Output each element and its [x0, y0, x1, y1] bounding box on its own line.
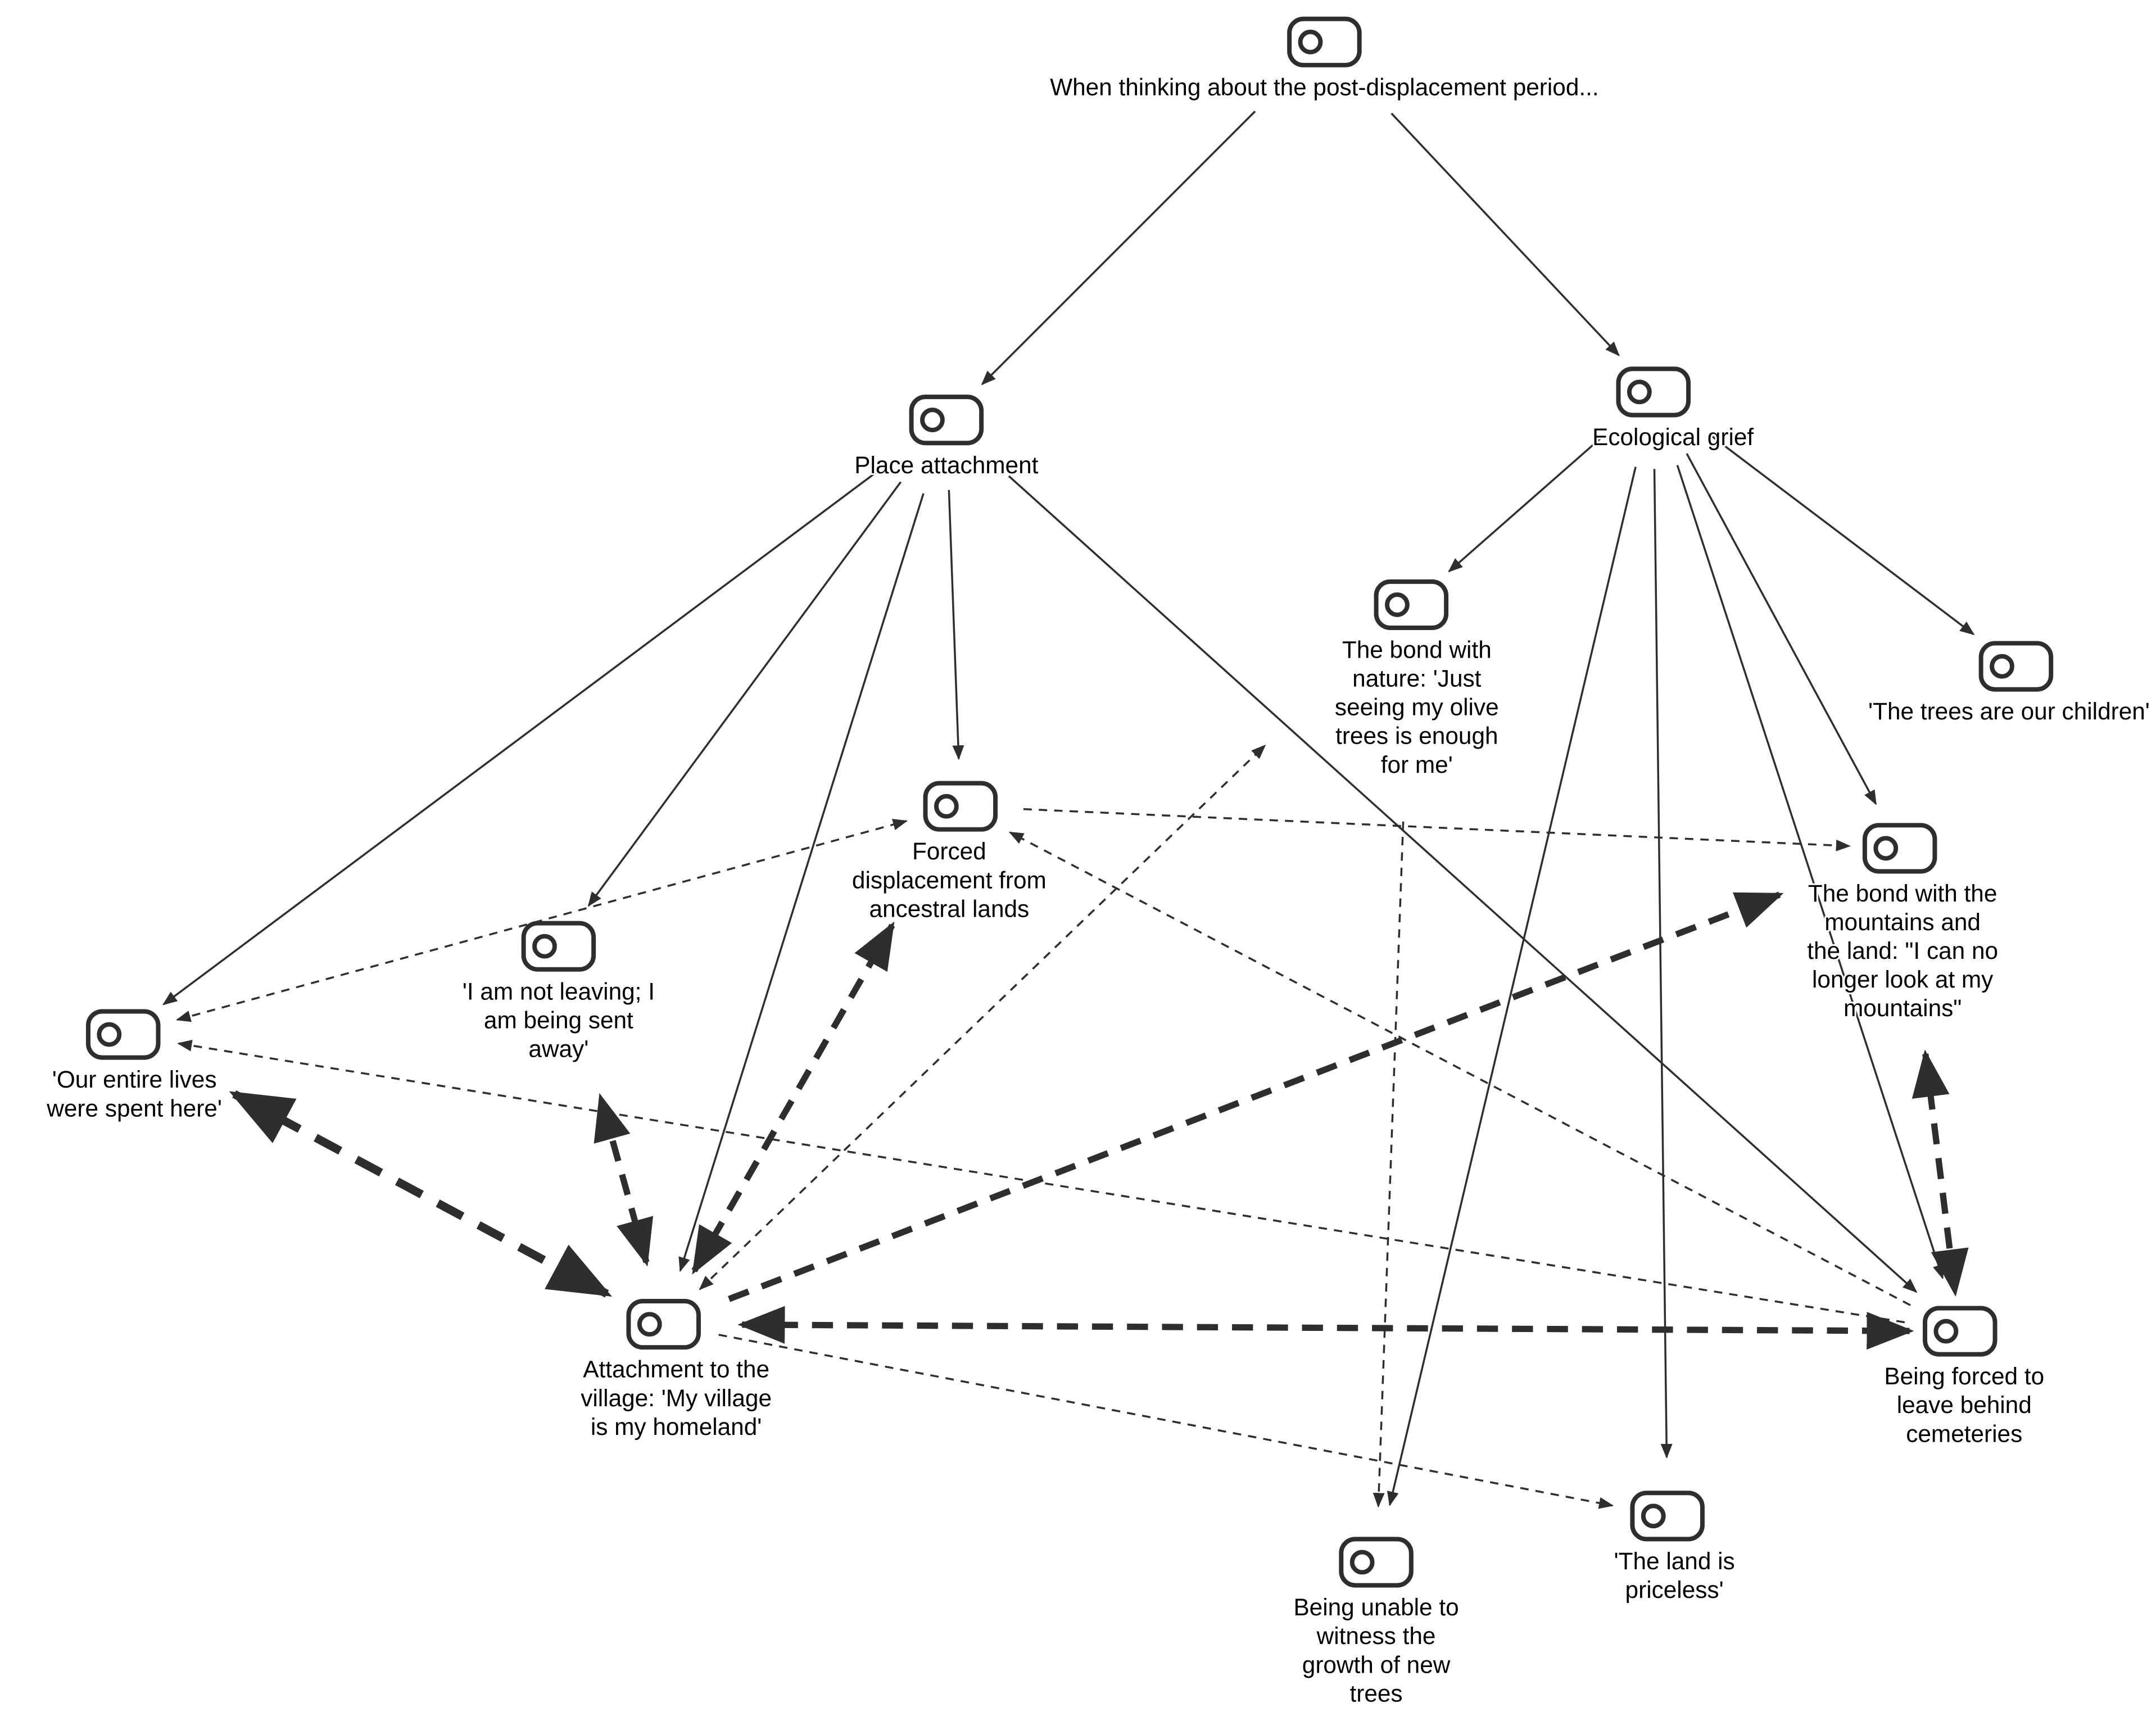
- node-trees-children: 'The trees are our children': [1867, 641, 2152, 726]
- edge-root-to-ecological-grief: [1390, 112, 1620, 356]
- edge-place-attachment-to-cemeteries: [1008, 475, 1918, 1293]
- edge-ecological-grief-to-land-priceless: [1653, 469, 1673, 1459]
- circle-icon: [637, 1312, 662, 1337]
- circle-icon: [1385, 592, 1410, 617]
- edge-attachment-village-to-forced-displacement: [691, 921, 895, 1275]
- edges-layer: [162, 110, 1975, 1509]
- node-label: Ecological grief: [1592, 424, 1754, 450]
- edge-attachment-village-to-cemeteries: [737, 1306, 1914, 1350]
- node-label: 'The trees are our children': [1868, 698, 2150, 724]
- circle-icon: [532, 934, 557, 959]
- edge-bond-mountains-to-cemeteries: [1912, 1049, 1969, 1297]
- circle-icon: [97, 1022, 122, 1047]
- node-label: Place attachment: [854, 452, 1038, 478]
- circle-icon: [1627, 379, 1652, 405]
- edge-cemeteries-to-entire-lives: [177, 1039, 1905, 1324]
- edge-ecological-grief-to-cemeteries: [1676, 465, 1944, 1280]
- node-ecological-grief: Ecological grief: [1591, 366, 1756, 452]
- edge-attachment-village-to-not-leaving: [594, 1093, 654, 1267]
- nodes-layer: When thinking about the post-displacemen…: [44, 16, 2152, 1708]
- edge-root-to-place-attachment: [981, 110, 1256, 386]
- circle-icon: [1641, 1503, 1666, 1529]
- circle-icon: [1873, 836, 1899, 861]
- edge-cemeteries-to-forced-displacement: [1008, 831, 1911, 1306]
- circle-icon: [1298, 29, 1323, 55]
- node-label: When thinking about the post-displacemen…: [1050, 74, 1599, 100]
- edge-place-attachment-to-not-leaving: [587, 481, 902, 907]
- edge-ecological-grief-to-bond-mountains: [1686, 453, 1877, 805]
- edge-forced-displacement-to-bond-mountains: [1023, 808, 1851, 852]
- edge-attachment-village-to-bond-mountains: [728, 891, 1784, 1302]
- circle-icon: [1349, 1550, 1375, 1575]
- edge-place-attachment-to-entire-lives: [162, 469, 880, 1006]
- edge-entire-lives-to-forced-displacement: [175, 818, 908, 1022]
- node-root: When thinking about the post-displacemen…: [1048, 16, 1601, 102]
- circle-icon: [934, 794, 959, 819]
- circle-icon: [1990, 654, 2014, 679]
- edge-ecological-grief-to-bond-nature: [1448, 437, 1602, 573]
- circle-icon: [1933, 1319, 1959, 1344]
- edge-ecological-grief-to-trees-children: [1709, 433, 1975, 635]
- node-place-attachment: Place attachment: [853, 395, 1040, 480]
- edge-bond-nature-to-unable-witness: [1373, 821, 1405, 1508]
- circle-icon: [920, 407, 945, 433]
- edge-attachment-village-to-land-priceless: [718, 1334, 1614, 1509]
- edge-entire-lives-to-attachment-village: [229, 1090, 613, 1298]
- edge-place-attachment-to-forced-displacement: [948, 490, 964, 760]
